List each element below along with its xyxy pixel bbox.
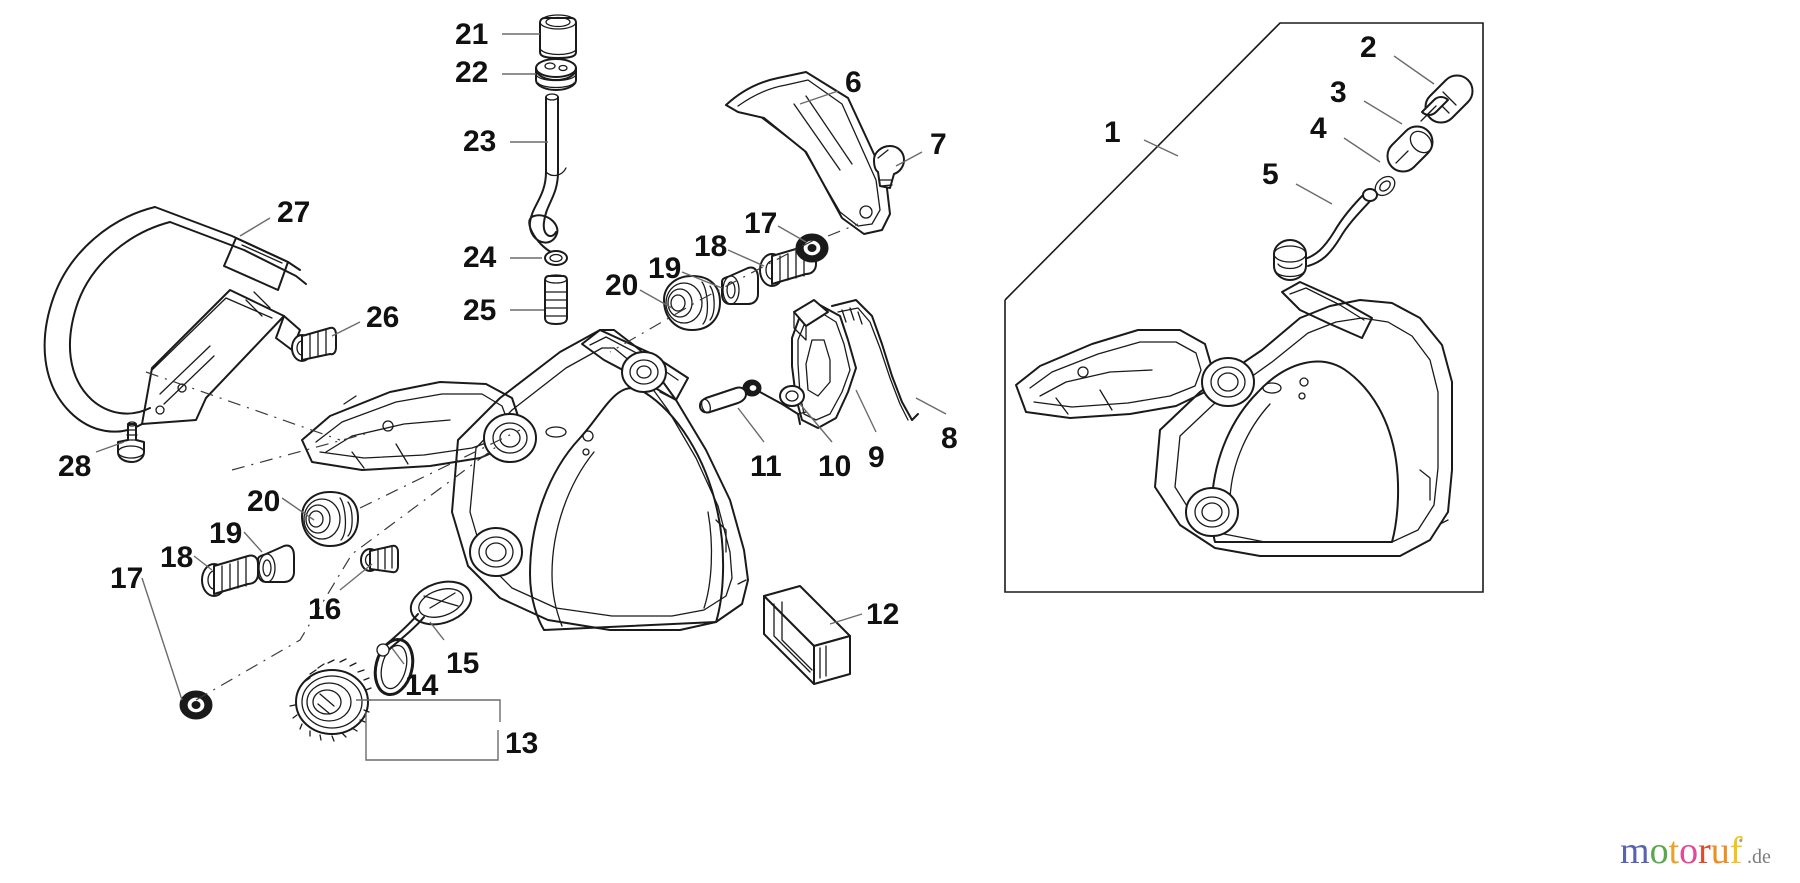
- logo-letter-o1: o: [1649, 830, 1669, 872]
- part-19b-spacer-sleeve: [721, 266, 759, 305]
- part-15-cap-retainer-strap: [376, 580, 473, 657]
- part-21-oil-pickup-body: [539, 14, 577, 59]
- callout-20[interactable]: 20: [247, 485, 281, 518]
- callout-21[interactable]: 21: [455, 18, 489, 51]
- callout-25[interactable]: 25: [463, 294, 497, 327]
- callout-7[interactable]: 7: [930, 128, 947, 161]
- part-16-housing-screw: [360, 544, 399, 574]
- part-20b-rubber-av-mount: [663, 275, 721, 331]
- logo-letter-u: u: [1710, 830, 1730, 872]
- part-4-retaining-ring: [1374, 175, 1396, 197]
- part-20-rubber-av-mount: [301, 491, 359, 547]
- callout-19-upper[interactable]: 19: [648, 252, 682, 285]
- leader-lines: [95, 33, 1435, 761]
- part-8-throttle-link-rod: [831, 299, 919, 421]
- logo-letter-t: t: [1668, 830, 1680, 872]
- callout-18-upper[interactable]: 18: [694, 230, 728, 263]
- part-3-fuel-line-grommet: [1386, 125, 1434, 173]
- part-17b-washer: [795, 233, 829, 263]
- callout-3[interactable]: 3: [1330, 76, 1347, 109]
- oil-line-assembly: [528, 14, 577, 325]
- callout-23[interactable]: 23: [463, 125, 497, 158]
- callout-20-upper[interactable]: 20: [605, 269, 639, 302]
- callout-17-upper[interactable]: 17: [744, 207, 778, 240]
- callout-12[interactable]: 12: [866, 598, 900, 631]
- callout-13[interactable]: 13: [505, 727, 539, 760]
- callout-1[interactable]: 1: [1104, 116, 1121, 149]
- part-23-oil-hose: [528, 93, 567, 255]
- fuel-line-assembly: [1273, 74, 1474, 281]
- part-26-handle-bolt: [291, 326, 337, 362]
- callout-6[interactable]: 6: [845, 66, 862, 99]
- callout-28[interactable]: 28: [58, 450, 92, 483]
- logo-letter-r: r: [1698, 830, 1711, 872]
- part-2-fuel-filter: [1420, 74, 1474, 124]
- part-13-oil-tank-cap: [289, 658, 372, 742]
- callout-10[interactable]: 10: [818, 450, 852, 483]
- part-18-mount-bolt: [201, 554, 259, 597]
- main-handle-housing: [301, 329, 749, 631]
- logo-letter-o2: o: [1679, 830, 1699, 872]
- av-mount-kit-lower-left: [201, 491, 399, 597]
- callout-15[interactable]: 15: [446, 647, 480, 680]
- callout-24[interactable]: 24: [463, 241, 497, 274]
- motoruf-logo[interactable]: motoruf• .de: [1620, 832, 1771, 870]
- logo-letter-m: m: [1620, 830, 1650, 872]
- callout-2[interactable]: 2: [1360, 31, 1377, 64]
- part-28-handle-mount-stud: [117, 421, 145, 463]
- part-11-pivot-pin: [699, 386, 747, 414]
- logo-letter-f: f: [1729, 830, 1743, 872]
- part-9-throttle-lever: [779, 299, 857, 429]
- part-25-oil-pump-connector: [544, 274, 568, 325]
- part-24-oil-hose-seal: [544, 250, 568, 266]
- part-10-throttle-spring: [742, 379, 807, 425]
- av-mount-kit-upper: [663, 233, 829, 331]
- assembly-axis-lines: [145, 223, 859, 701]
- part-12-anti-vibration-bar: [763, 585, 851, 685]
- callout-17[interactable]: 17: [110, 562, 144, 595]
- inset-assembled-housing: [1015, 281, 1453, 557]
- callout-26[interactable]: 26: [366, 301, 400, 334]
- part-7-guard-screw: [873, 145, 905, 189]
- callout-18[interactable]: 18: [160, 541, 194, 574]
- part-27-front-handle-bar: [43, 206, 307, 433]
- callout-5[interactable]: 5: [1262, 158, 1279, 191]
- logo-tld: .de: [1747, 846, 1771, 868]
- callout-8[interactable]: 8: [941, 422, 958, 455]
- callout-22[interactable]: 22: [455, 56, 489, 89]
- inset-box-outline: [1004, 22, 1484, 593]
- part-6-hand-guard: [725, 71, 891, 235]
- part-22-oil-filter-disc: [535, 58, 577, 91]
- callout-11[interactable]: 11: [750, 450, 782, 483]
- callout-19[interactable]: 19: [209, 517, 243, 550]
- part-5-fuel-hose: [1273, 188, 1378, 281]
- callout-27[interactable]: 27: [277, 196, 311, 229]
- callout-16[interactable]: 16: [308, 593, 342, 626]
- callout-4[interactable]: 4: [1310, 112, 1327, 145]
- callout-9[interactable]: 9: [868, 441, 885, 474]
- callout-14[interactable]: 14: [405, 669, 439, 702]
- part-19-spacer-sleeve: [257, 544, 295, 583]
- part-17-washer-drawn: [179, 690, 213, 720]
- logo-dot: •: [1738, 833, 1743, 848]
